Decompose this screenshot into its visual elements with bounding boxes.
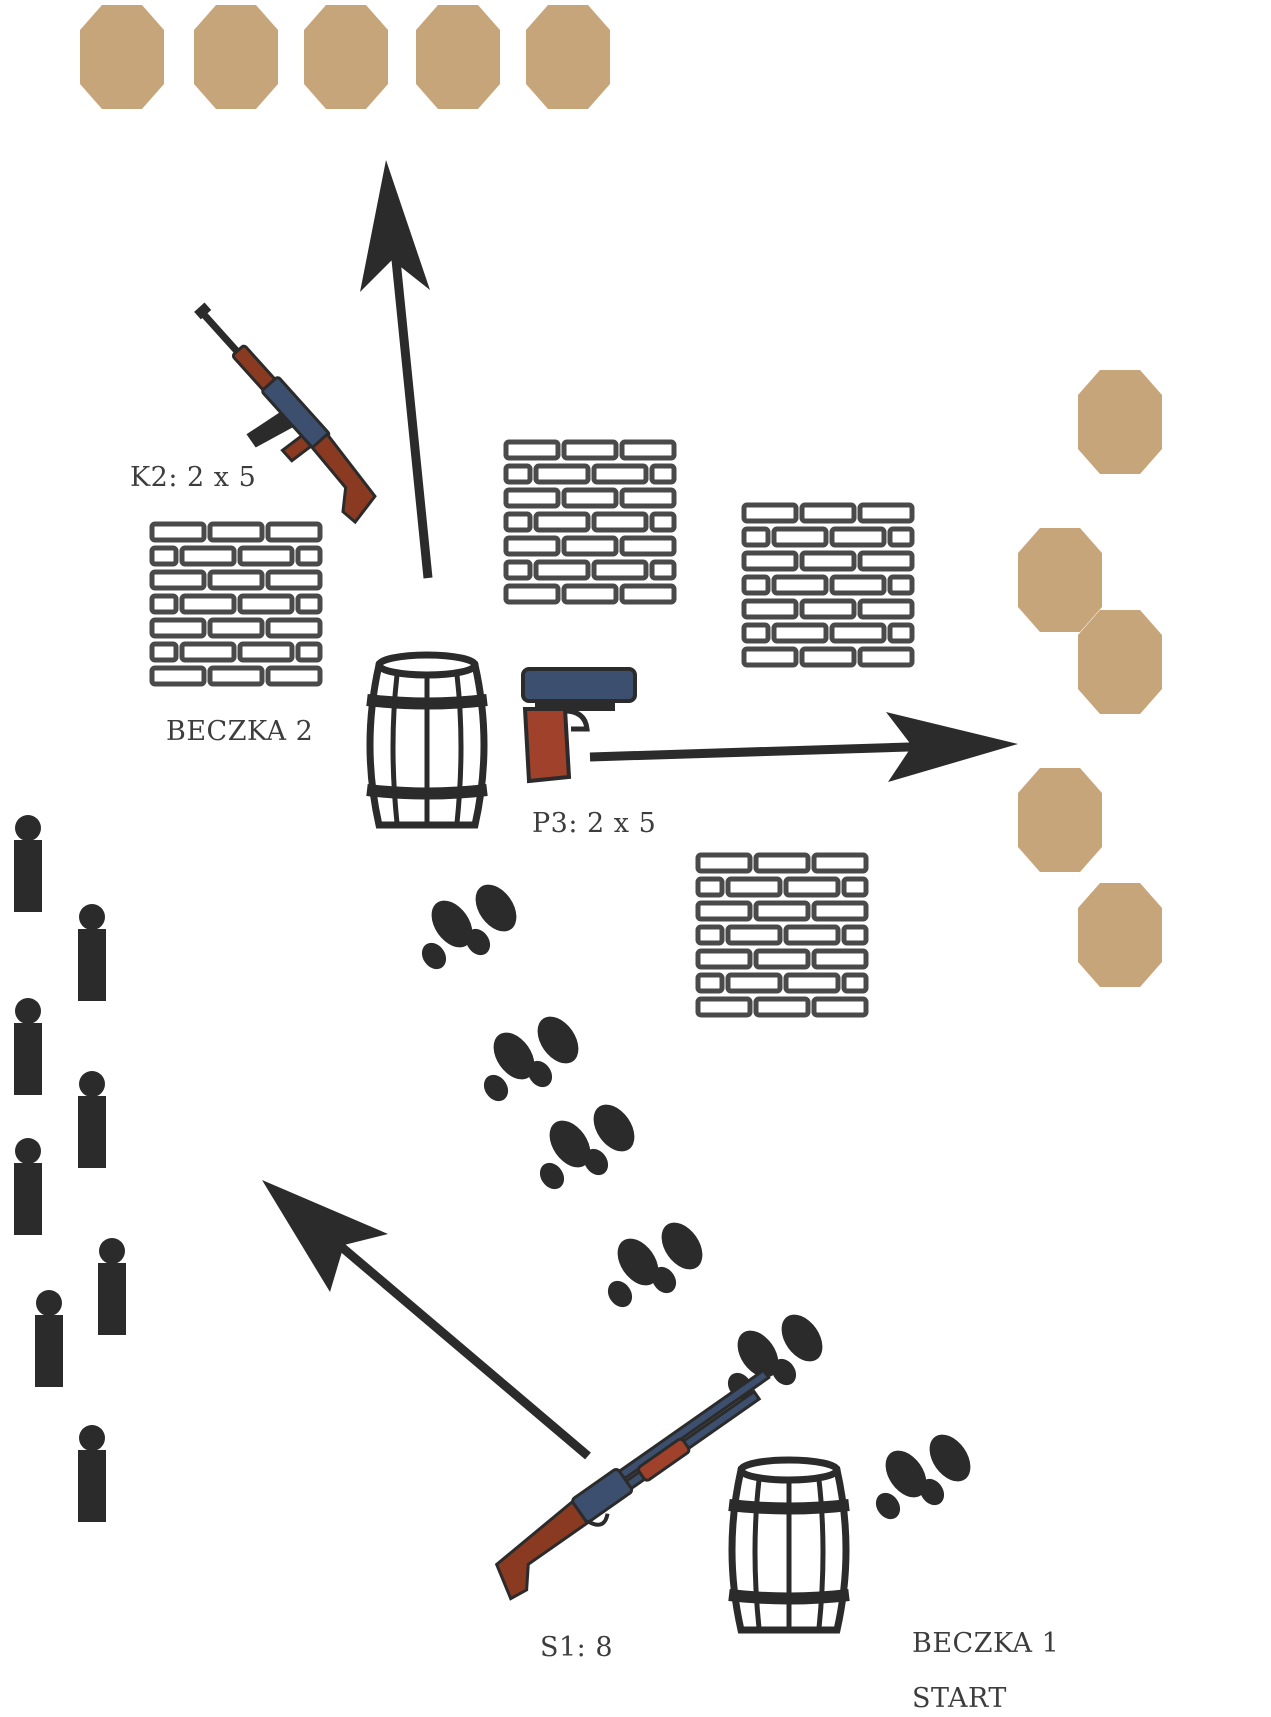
popper-target-icon <box>98 1238 126 1335</box>
p3-stage-label: P3: 2 x 5 <box>532 808 657 839</box>
barrel-2-label: BECZKA 2 <box>166 716 314 747</box>
octagon-target-icon <box>1078 610 1162 714</box>
arrow-left <box>262 1180 591 1460</box>
right-target-group <box>1018 370 1162 987</box>
barrel-icon <box>367 655 487 825</box>
octagon-target-icon <box>1078 370 1162 474</box>
footsteps-icon <box>602 1214 711 1312</box>
footsteps-icon <box>416 876 525 974</box>
octagon-target-icon <box>416 5 500 109</box>
brick-wall-icon <box>152 524 320 684</box>
octagon-target-icon <box>526 5 610 109</box>
popper-target-icon <box>78 1425 106 1522</box>
popper-target-icon <box>14 1138 42 1235</box>
pistol-icon <box>521 667 637 784</box>
arrow-up <box>360 160 433 579</box>
octagon-target-icon <box>1078 883 1162 987</box>
octagon-target-icon <box>1018 528 1102 632</box>
s1-stage-label: S1: 8 <box>540 1632 614 1663</box>
octagon-target-icon <box>80 5 164 109</box>
octagon-target-icon <box>304 5 388 109</box>
popper-target-icon <box>78 1071 106 1168</box>
popper-target-icon <box>78 904 106 1001</box>
popper-target-icon <box>35 1290 63 1387</box>
k2-stage-label: K2: 2 x 5 <box>130 462 257 493</box>
octagon-target-icon <box>1018 768 1102 872</box>
barrel-icon <box>729 1460 849 1630</box>
footsteps-icon <box>870 1426 979 1524</box>
popper-target-icon <box>14 815 42 912</box>
brick-wall-icon <box>506 442 674 602</box>
footsteps-icon <box>534 1096 643 1194</box>
start-label: START <box>912 1683 1007 1714</box>
popper-target-icon <box>14 998 42 1095</box>
shotgun-icon <box>494 1368 771 1601</box>
brick-wall-icon <box>698 855 866 1015</box>
octagon-target-icon <box>194 5 278 109</box>
footsteps-icon <box>478 1008 587 1106</box>
rifle-icon <box>194 302 377 525</box>
brick-wall-icon <box>744 505 912 665</box>
arrow-right <box>589 712 1018 782</box>
top-target-row <box>80 5 610 109</box>
barrel-1-label: BECZKA 1 <box>912 1628 1060 1659</box>
popper-group <box>14 815 126 1522</box>
